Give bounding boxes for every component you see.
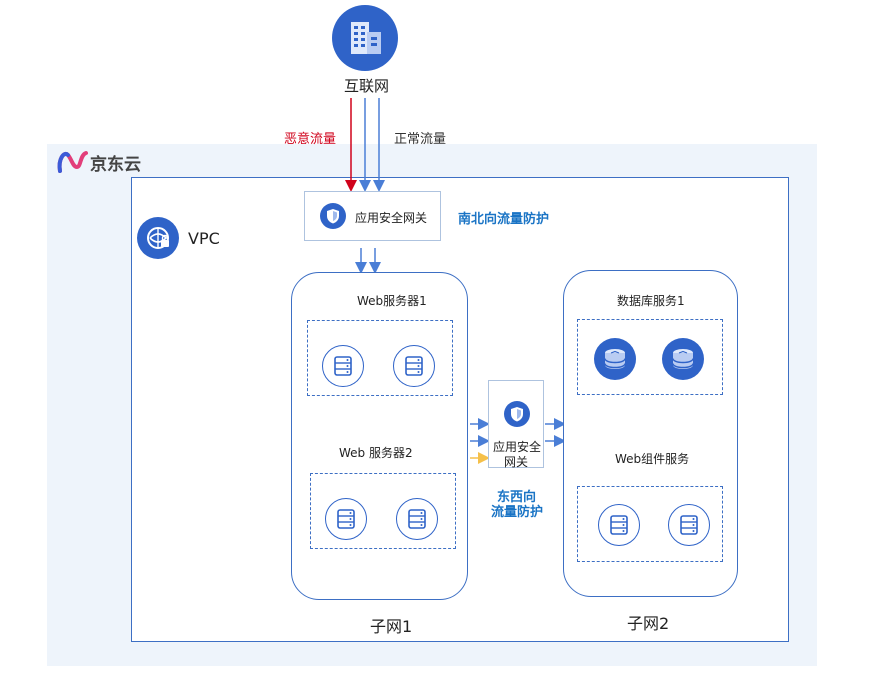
server-icon (325, 498, 367, 540)
database-icon (594, 338, 636, 380)
east-west-protection-line1: 东西向 (497, 490, 537, 505)
subnet1-container (291, 272, 468, 600)
subnet2-group1-title: 数据库服务1 (617, 294, 685, 308)
normal-traffic-label: 正常流量 (394, 132, 447, 147)
building-icon (332, 5, 398, 71)
east-west-gateway-label-line1: 应用安全 (493, 440, 542, 454)
east-west-gateway-label-line2: 网关 (504, 455, 529, 469)
subnet1-label: 子网1 (370, 617, 413, 636)
subnet2-group2-title: Web组件服务 (615, 452, 690, 466)
east-west-protection-line2: 流量防护 (491, 505, 544, 520)
logo-text: 京东云 (90, 155, 141, 175)
server-icon (598, 504, 640, 546)
subnet2-group2 (577, 486, 723, 562)
north-south-gateway: 应用安全网关 (304, 191, 441, 241)
vpc-label: VPC (188, 229, 220, 248)
shield-icon (504, 401, 530, 427)
server-icon (668, 504, 710, 546)
subnet2-group1 (577, 319, 723, 395)
north-south-gateway-label: 应用安全网关 (355, 211, 428, 225)
shield-icon (320, 203, 346, 229)
subnet1-group1-title: Web服务器1 (357, 294, 427, 308)
subnet1-group1 (307, 320, 453, 396)
malicious-traffic-label: 恶意流量 (284, 132, 337, 147)
internet-label: 互联网 (344, 77, 390, 95)
subnet1-group2-title: Web 服务器2 (339, 446, 413, 460)
vpc-icon (137, 217, 179, 259)
server-icon (396, 498, 438, 540)
east-west-gateway: 应用安全 网关 (488, 380, 544, 469)
jdcloud-logo: 京东云 (56, 148, 156, 176)
database-icon (662, 338, 704, 380)
server-icon (322, 345, 364, 387)
north-south-protection-label: 南北向流量防护 (458, 212, 550, 227)
server-icon (393, 345, 435, 387)
subnet1-group2 (310, 473, 456, 549)
subnet2-container (563, 270, 738, 597)
subnet2-label: 子网2 (627, 614, 670, 633)
